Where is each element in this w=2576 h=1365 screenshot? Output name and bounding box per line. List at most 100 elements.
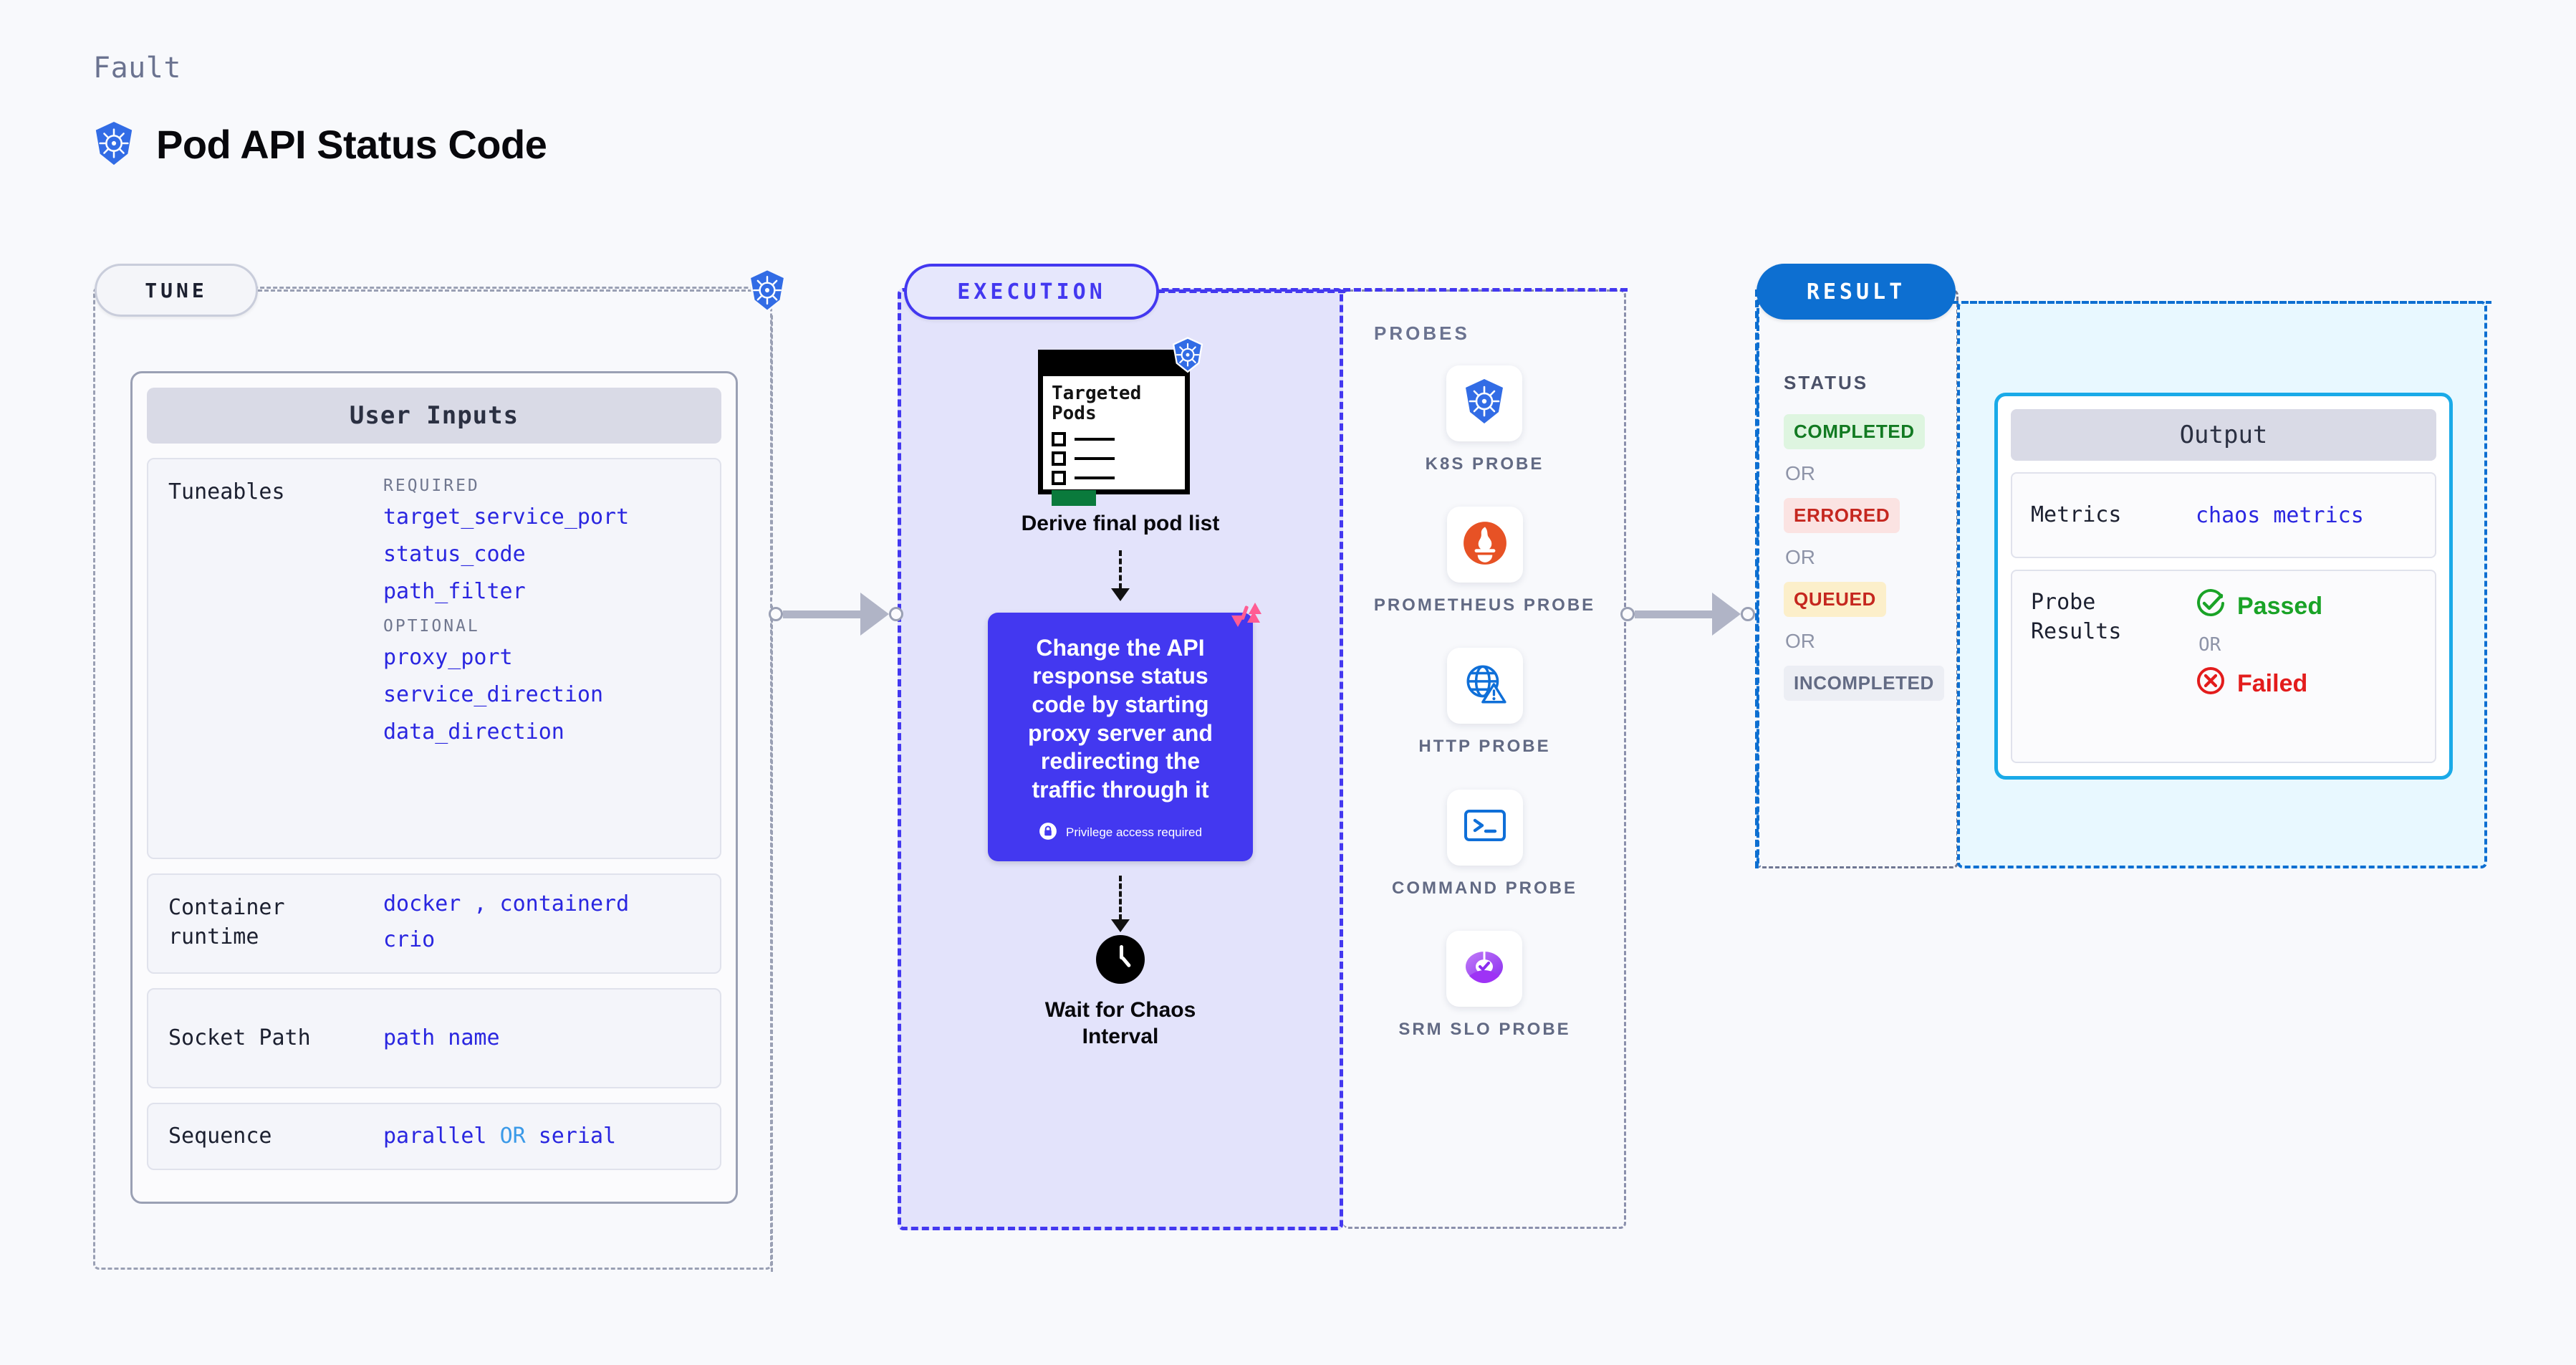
execution-section-pill[interactable]: EXECUTION <box>904 264 1159 320</box>
tune-right-guide-lower <box>771 605 773 1272</box>
action-description: Change the API response status code by s… <box>1028 634 1213 803</box>
derive-pod-list-caption: Derive final pod list <box>1021 512 1220 535</box>
container-runtime-value-line2[interactable]: crio <box>383 927 436 952</box>
tuneable-path-filter[interactable]: path_filter <box>383 579 526 604</box>
page-eyebrow: Fault <box>93 52 181 85</box>
probes-region-top-border <box>1343 288 1628 292</box>
tune-top-divider <box>258 289 752 292</box>
checkbox-icon <box>1052 432 1066 447</box>
connector-bar <box>1635 610 1714 618</box>
sequence-block: Sequence parallel OR serial <box>147 1103 721 1170</box>
tuneables-label: Tuneables <box>168 479 285 504</box>
container-runtime-block: Container runtime docker , containerd cr… <box>147 873 721 974</box>
kubernetes-icon <box>1170 337 1206 378</box>
targeted-pods-title-line1: Targeted <box>1052 383 1142 404</box>
status-or-2: OR <box>1785 546 1815 568</box>
tuneable-data-direction[interactable]: data_direction <box>383 719 564 744</box>
probe-tile <box>1446 648 1523 724</box>
pods-progress-bar <box>1052 490 1096 507</box>
probe-result-failed: Failed <box>2196 666 2416 701</box>
arrow-tip <box>1111 919 1130 932</box>
metrics-value[interactable]: chaos metrics <box>2196 502 2364 528</box>
slo-donut-check-icon <box>1461 944 1508 992</box>
targeted-pods-title-line2: Pods <box>1052 403 1097 425</box>
globe-warning-icon <box>1461 661 1509 712</box>
status-badge-queued: QUEUED <box>1784 582 1886 617</box>
execution-to-result-connector <box>1620 593 1755 636</box>
tune-section-pill[interactable]: TUNE <box>95 264 258 317</box>
container-runtime-values: docker , containerd crio <box>383 894 700 954</box>
socket-path-value[interactable]: path name <box>383 1025 500 1050</box>
required-group-label: REQUIRED <box>383 476 480 495</box>
status-badge-errored: ERRORED <box>1784 498 1900 533</box>
kubernetes-icon <box>92 120 136 168</box>
probe-label: COMMAND PROBE <box>1392 878 1577 898</box>
wait-caption-line2: Interval <box>1082 1025 1159 1049</box>
probe-tile <box>1446 365 1523 441</box>
probe-result-passed: Passed <box>2196 588 2416 624</box>
probe-results-values: Passed OR Failed <box>2196 588 2416 744</box>
probe-label: SRM SLO PROBE <box>1398 1019 1571 1039</box>
container-runtime-label: Container runtime <box>168 895 285 949</box>
status-title: STATUS <box>1784 372 1869 393</box>
prometheus-icon <box>1461 519 1509 570</box>
execution-top-divider <box>1158 289 1345 293</box>
action-card[interactable]: Change the API response status code by s… <box>988 602 1261 861</box>
pods-checklist <box>1052 432 1185 486</box>
user-inputs-card: User Inputs Tuneables REQUIRED target_se… <box>130 371 738 1204</box>
sequence-label: Sequence <box>168 1123 272 1149</box>
sequence-value-parallel[interactable]: parallel <box>383 1124 487 1149</box>
status-badge-incompleted: INCOMPLETED <box>1784 666 1944 701</box>
pods-checklist-row <box>1052 451 1185 466</box>
lock-icon <box>1039 822 1057 844</box>
status-list: COMPLETED OR ERRORED OR QUEUED OR INCOMP… <box>1784 414 1944 701</box>
arrow-line <box>1119 875 1122 920</box>
tuneable-status-code[interactable]: status_code <box>383 542 526 567</box>
output-title: Output <box>2011 409 2436 461</box>
wait-interval-caption: Wait for Chaos Interval <box>1045 997 1196 1050</box>
tuneable-service-direction[interactable]: service_direction <box>383 682 604 707</box>
probe-label: HTTP PROBE <box>1418 737 1551 757</box>
probe-tile <box>1446 789 1523 866</box>
result-section-pill[interactable]: RESULT <box>1756 264 1956 320</box>
metrics-label: Metrics <box>2031 502 2122 527</box>
list-line <box>1075 457 1115 461</box>
pods-checklist-row <box>1052 471 1185 486</box>
tuneables-block: Tuneables REQUIRED target_service_port s… <box>147 458 721 859</box>
tune-right-guide <box>771 315 773 595</box>
connector-start-dot <box>1620 607 1635 621</box>
tuneable-proxy-port[interactable]: proxy_port <box>383 645 513 670</box>
probe-tile <box>1446 507 1523 583</box>
container-runtime-value-line1[interactable]: docker , containerd <box>383 891 630 916</box>
connector-arrowhead <box>860 593 889 636</box>
probe-result-or: OR <box>2198 634 2221 656</box>
status-or-3: OR <box>1785 630 1815 652</box>
connector-end-dot <box>889 607 903 621</box>
probe-item-prometheus[interactable]: PROMETHEUS PROBE <box>1374 507 1595 616</box>
kubernetes-icon <box>1461 378 1508 430</box>
tuneables-values: REQUIRED target_service_port status_code… <box>383 478 700 839</box>
terminal-icon <box>1461 804 1509 851</box>
socket-path-block: Socket Path path name <box>147 988 721 1088</box>
probe-item-k8s[interactable]: K8S PROBE <box>1426 365 1544 475</box>
metrics-block: Metrics chaos metrics <box>2011 472 2436 558</box>
connector-end-dot <box>1741 607 1755 621</box>
probe-item-http[interactable]: HTTP PROBE <box>1418 648 1550 757</box>
probe-result-failed-label: Failed <box>2237 669 2308 697</box>
check-circle-icon <box>2196 588 2226 624</box>
probe-label: K8S PROBE <box>1425 454 1544 474</box>
probe-item-command[interactable]: COMMAND PROBE <box>1392 789 1577 899</box>
x-circle-icon <box>2196 666 2226 701</box>
checkbox-icon <box>1052 471 1066 486</box>
pods-card-titlebar <box>1043 355 1185 376</box>
result-top-divider <box>1953 301 2491 304</box>
tune-to-execution-connector <box>769 593 903 636</box>
sequence-value-serial[interactable]: serial <box>538 1124 617 1149</box>
probe-tile <box>1446 930 1523 1007</box>
tuneable-target-service-port[interactable]: target_service_port <box>383 504 630 530</box>
probes-title: PROBES <box>1374 322 1470 344</box>
probe-item-srm-slo[interactable]: SRM SLO PROBE <box>1398 930 1571 1040</box>
